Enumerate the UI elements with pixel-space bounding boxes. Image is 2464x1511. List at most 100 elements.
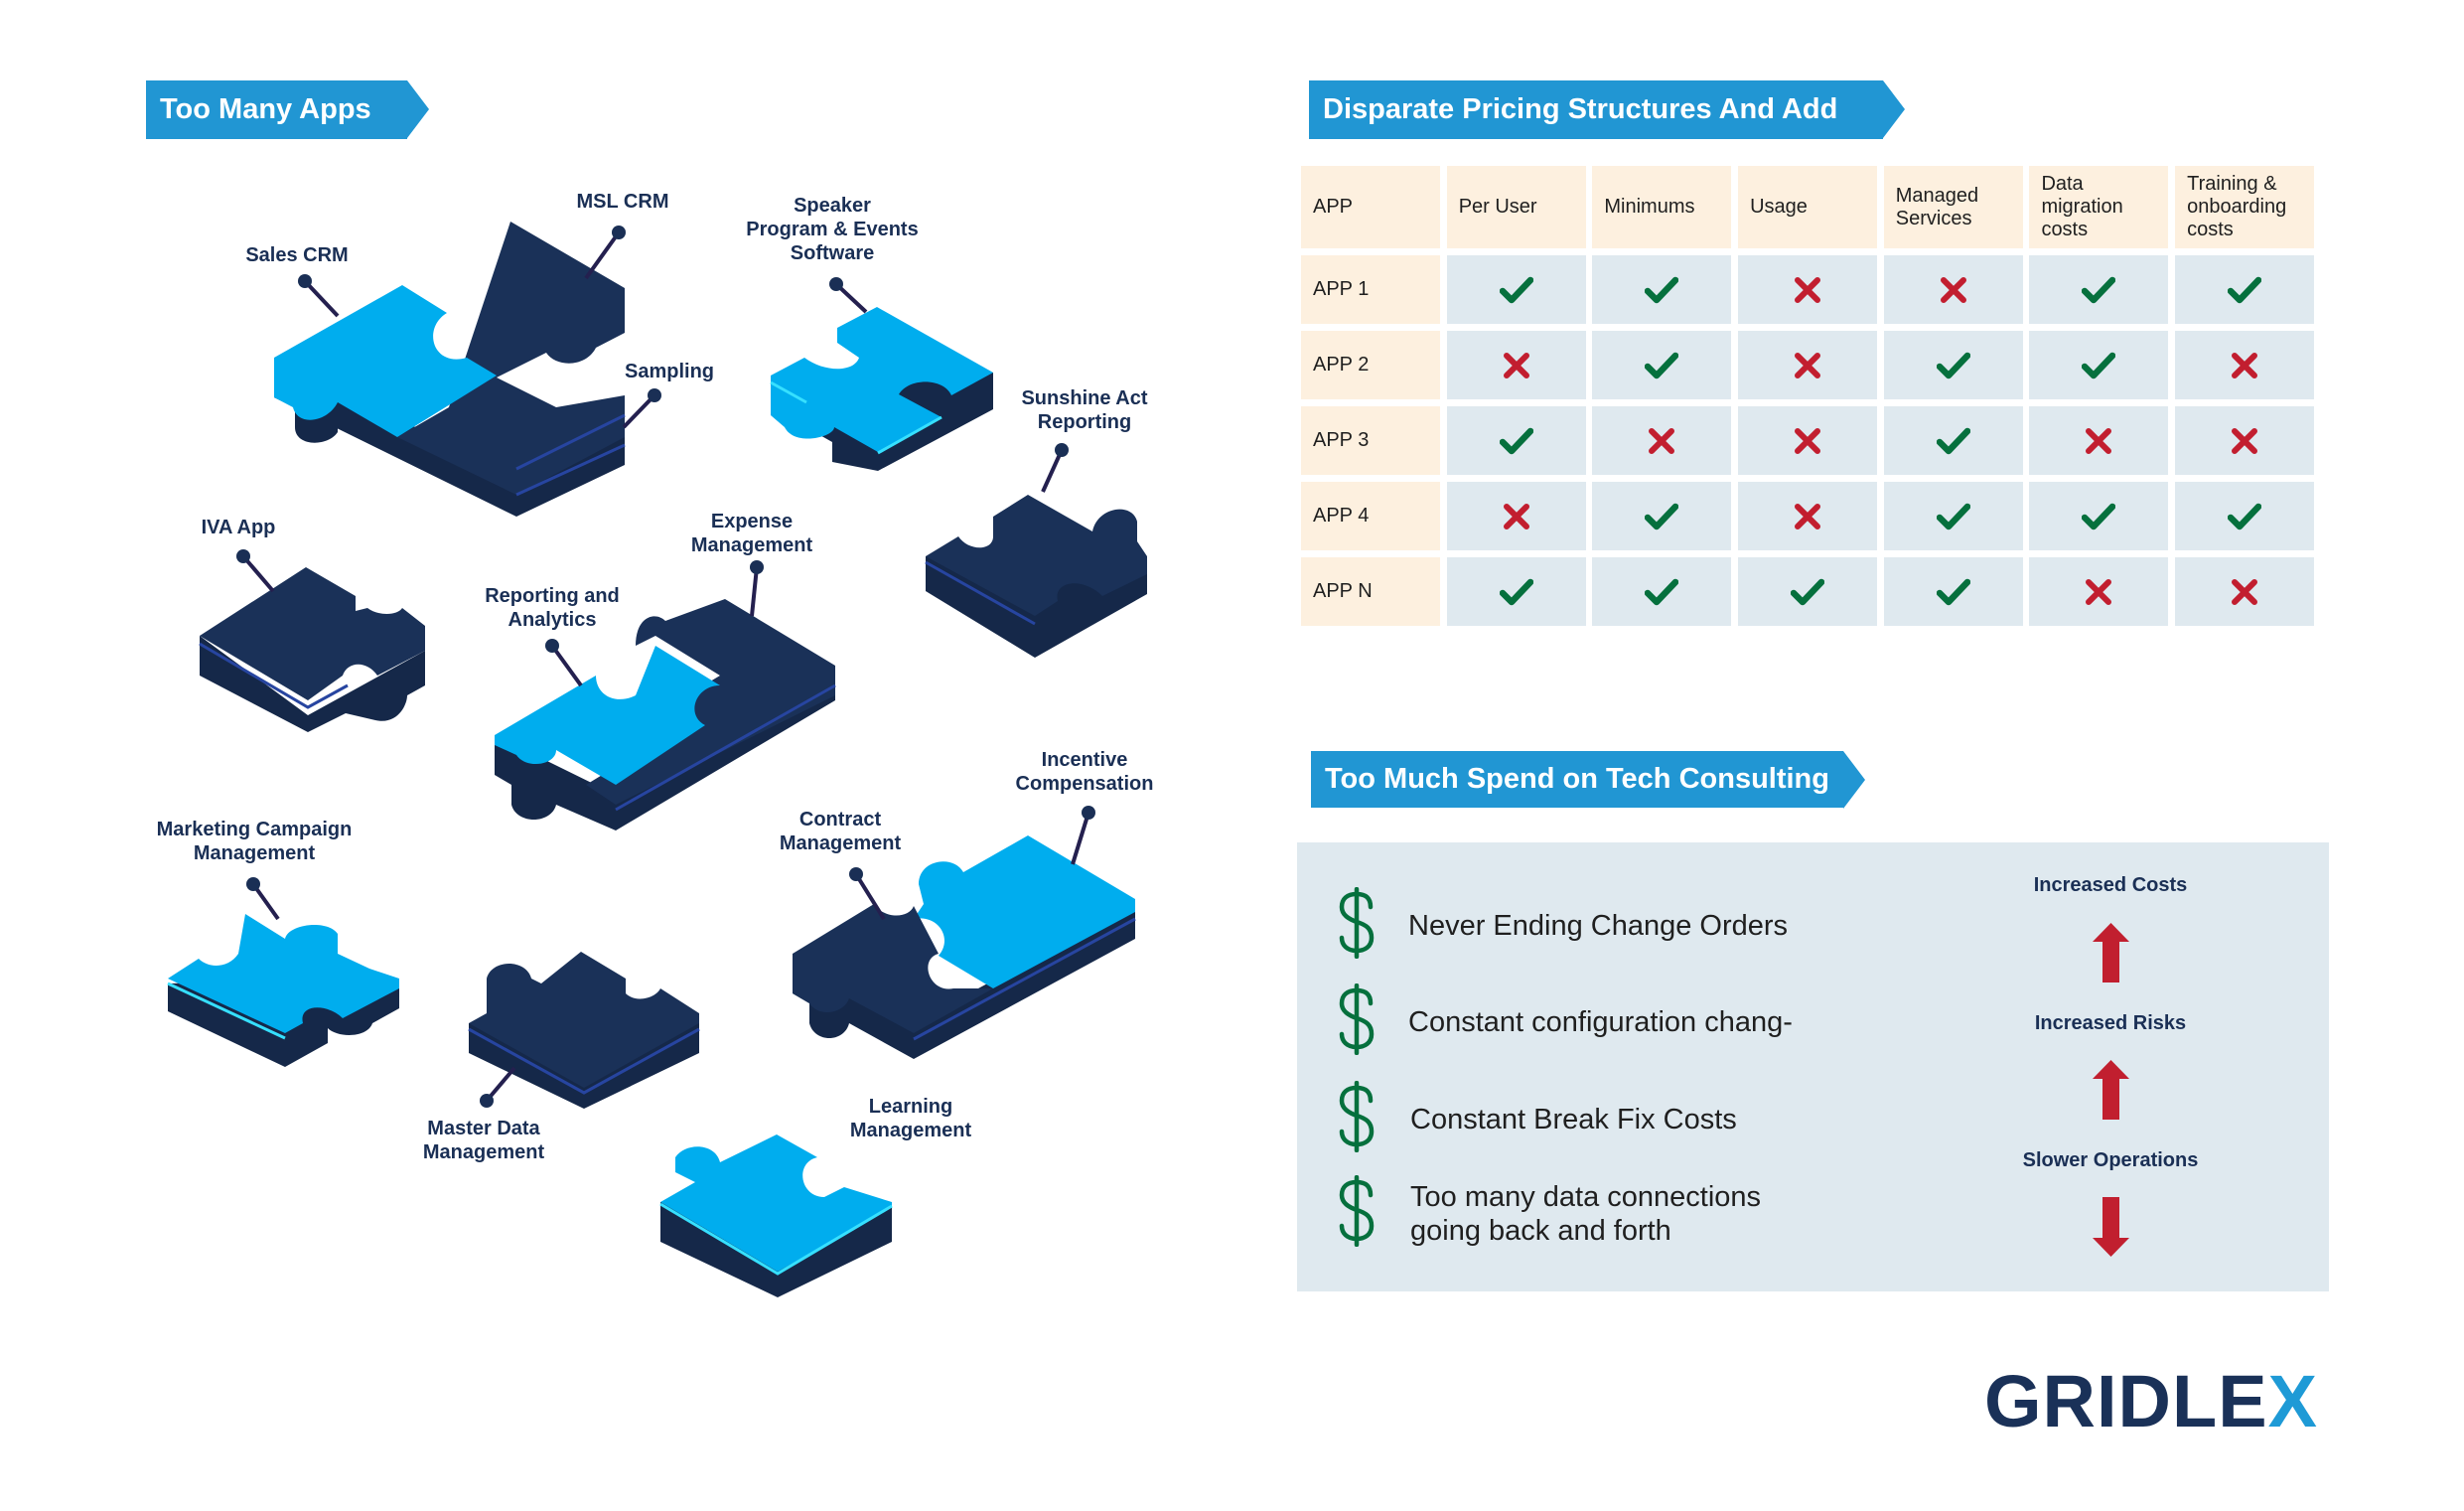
label-learning: Learning Management bbox=[849, 1096, 972, 1141]
table-cell bbox=[1883, 557, 2023, 626]
label-contract: Contract Management bbox=[779, 809, 902, 854]
check-icon bbox=[1936, 503, 1970, 530]
effect-label-text: Increased Risks bbox=[2034, 1012, 2187, 1034]
label-sales-crm: Sales CRM bbox=[245, 244, 349, 266]
cross-icon bbox=[2086, 427, 2112, 454]
label-msl-crm: MSL CRM bbox=[576, 191, 669, 213]
consulting-item: Too many data connections going back and… bbox=[1337, 1174, 1762, 1252]
table-cell bbox=[1446, 255, 1586, 324]
consulting-item: Never Ending Change Orders bbox=[1337, 886, 1789, 964]
cross-icon bbox=[2086, 578, 2112, 605]
dollar-icon bbox=[1337, 1174, 1377, 1252]
gridlex-logo: GRIDLEX bbox=[1984, 1365, 2318, 1438]
dollar-icon bbox=[1337, 982, 1377, 1060]
arrow-up-icon bbox=[2093, 1060, 2129, 1120]
label-sunshine: Sunshine Act Reporting bbox=[1021, 387, 1148, 433]
table-cell bbox=[1592, 331, 1732, 399]
table-header-cell: APP bbox=[1301, 166, 1440, 248]
label-speaker: Speaker Program & Events Software bbox=[746, 195, 919, 264]
check-icon bbox=[1499, 427, 1533, 455]
cross-icon bbox=[2232, 427, 2258, 454]
puzzle-marketing bbox=[167, 914, 399, 1067]
table-cell bbox=[2175, 255, 2315, 324]
puzzle-sunshine bbox=[925, 495, 1147, 658]
check-icon bbox=[2228, 276, 2262, 304]
check-icon bbox=[1936, 578, 1970, 606]
table-cell bbox=[1738, 557, 1878, 626]
cross-icon bbox=[1795, 352, 1821, 378]
check-icon bbox=[1936, 427, 1970, 455]
consulting-item-text: Constant configuration chang- bbox=[1408, 1005, 1793, 1038]
cross-icon bbox=[1940, 276, 1966, 303]
arrow-down-icon bbox=[2093, 1197, 2129, 1257]
check-icon bbox=[1645, 276, 1679, 304]
table-cell bbox=[1592, 557, 1732, 626]
check-icon bbox=[2228, 503, 2262, 530]
too-many-apps-banner: Too Many Apps bbox=[146, 80, 429, 139]
table-cell bbox=[2175, 482, 2315, 550]
table-row-app-label: APP 4 bbox=[1301, 482, 1440, 550]
puzzle-group-crm bbox=[274, 222, 626, 517]
puzzle-illustration: .top-d{fill:#1a3158;} .top-l{fill:#00ade… bbox=[167, 222, 1147, 1297]
label-reporting: Reporting and Analytics bbox=[485, 585, 620, 631]
puzzle-master-data bbox=[468, 952, 700, 1109]
cross-icon bbox=[1503, 503, 1529, 529]
table-cell bbox=[1738, 331, 1878, 399]
puzzle-learning bbox=[659, 1134, 893, 1297]
effect-label-text: Increased Costs bbox=[2033, 874, 2188, 896]
check-icon bbox=[1645, 503, 1679, 530]
table-cell bbox=[1592, 255, 1732, 324]
label-marketing: Marketing Campaign Management bbox=[156, 819, 353, 864]
puzzle-iva bbox=[199, 567, 425, 732]
check-icon bbox=[1645, 352, 1679, 379]
table-cell bbox=[2029, 331, 2169, 399]
cross-icon bbox=[1649, 427, 1675, 454]
table-cell bbox=[2175, 331, 2315, 399]
table-cell bbox=[2029, 406, 2169, 475]
table-header-cell: Training & onboarding costs bbox=[2175, 166, 2315, 248]
table-cell bbox=[1883, 255, 2023, 324]
table-cell bbox=[2029, 482, 2169, 550]
label-pointers bbox=[236, 226, 1095, 1108]
label-sampling: Sampling bbox=[624, 361, 715, 382]
consulting-item-text: Constant Break Fix Costs bbox=[1410, 1103, 1737, 1135]
table-cell bbox=[2175, 557, 2315, 626]
check-icon bbox=[2082, 503, 2116, 530]
table-header-cell: Usage bbox=[1738, 166, 1878, 248]
arrow-up-icon bbox=[2093, 923, 2129, 982]
table-cell bbox=[1446, 331, 1586, 399]
consulting-banner: Too Much Spend on Tech Consulting bbox=[1311, 751, 1865, 809]
table-row-app-label: APP N bbox=[1301, 557, 1440, 626]
table-row-app-label: APP 2 bbox=[1301, 331, 1440, 399]
label-iva: IVA App bbox=[201, 517, 276, 538]
check-icon bbox=[1791, 578, 1825, 606]
table-header-cell: Minimums bbox=[1592, 166, 1732, 248]
table-cell bbox=[2175, 406, 2315, 475]
dollar-icon bbox=[1337, 886, 1377, 964]
table-cell bbox=[1592, 406, 1732, 475]
label-master-data: Master Data Management bbox=[422, 1118, 545, 1163]
table-row-app-label: APP 1 bbox=[1301, 255, 1440, 324]
table-cell bbox=[1883, 331, 2023, 399]
consulting-item-text: Never Ending Change Orders bbox=[1408, 909, 1789, 942]
consulting-item-text: Too many data connections going back and… bbox=[1410, 1180, 1762, 1247]
table-cell bbox=[1446, 557, 1586, 626]
cross-icon bbox=[1795, 276, 1821, 303]
table-cell bbox=[1883, 406, 2023, 475]
cross-icon bbox=[1795, 427, 1821, 454]
table-cell bbox=[2029, 255, 2169, 324]
consulting-item: Constant configuration chang- bbox=[1337, 982, 1793, 1060]
check-icon bbox=[1645, 578, 1679, 606]
table-header-cell: Per User bbox=[1446, 166, 1586, 248]
table-cell bbox=[1738, 406, 1878, 475]
logo-x: X bbox=[2267, 1360, 2318, 1442]
table-cell bbox=[1883, 482, 2023, 550]
table-header-cell: Data migration costs bbox=[2029, 166, 2169, 248]
cross-icon bbox=[2232, 352, 2258, 378]
consulting-item: Constant Break Fix Costs bbox=[1337, 1080, 1737, 1157]
table-cell bbox=[1592, 482, 1732, 550]
dollar-icon bbox=[1337, 1080, 1377, 1157]
pricing-banner: Disparate Pricing Structures And Add Ons bbox=[1309, 80, 1905, 184]
